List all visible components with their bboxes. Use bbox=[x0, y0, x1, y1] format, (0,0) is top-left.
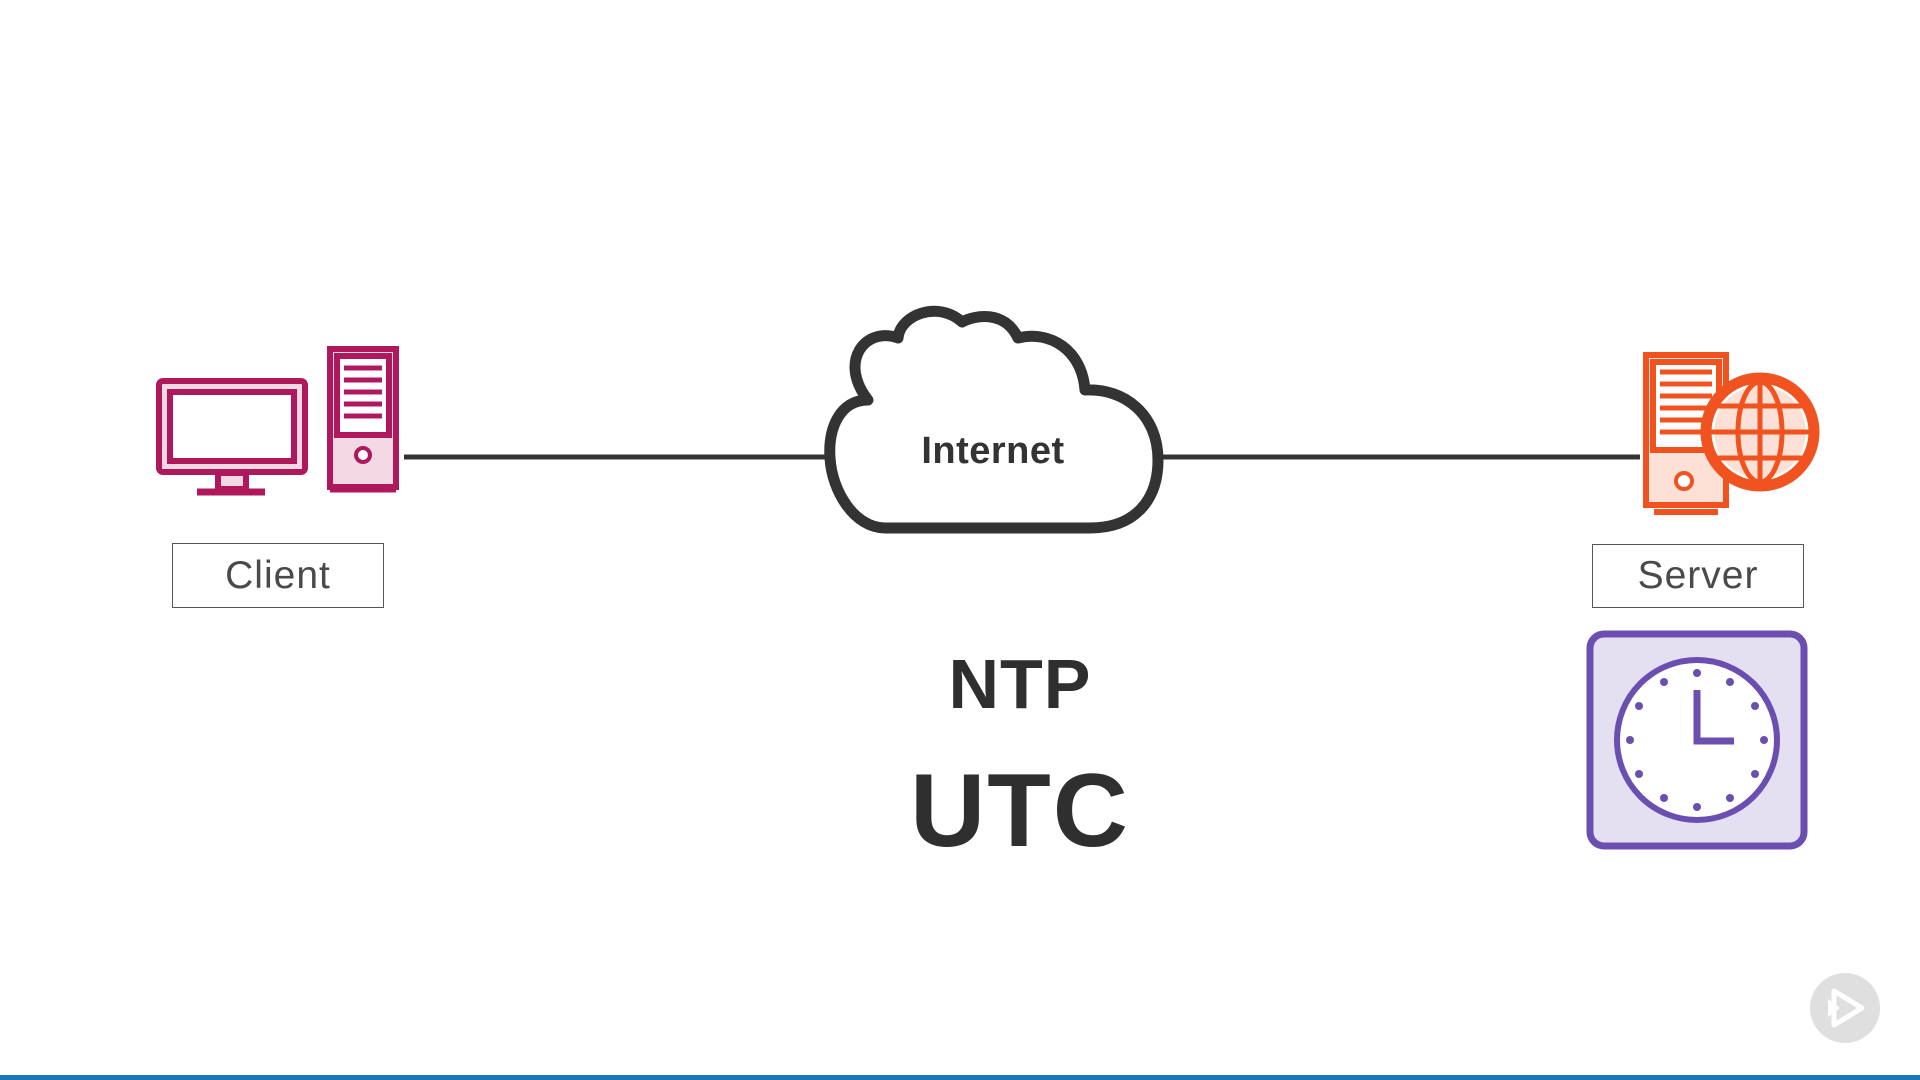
play-icon bbox=[1828, 988, 1865, 1028]
globe-icon bbox=[1700, 372, 1820, 492]
clock-icon bbox=[1586, 630, 1808, 850]
cloud-icon bbox=[824, 305, 1164, 534]
progress-bar[interactable] bbox=[0, 1075, 1920, 1080]
protocol-label: NTP bbox=[948, 645, 1092, 723]
client-label: Client bbox=[172, 543, 384, 608]
monitor-icon bbox=[156, 378, 308, 496]
desktop-tower-icon bbox=[327, 346, 399, 493]
cloud-label: Internet bbox=[921, 430, 1065, 472]
time-standard-label: UTC bbox=[910, 753, 1130, 869]
server-label: Server bbox=[1592, 544, 1804, 608]
player-badge[interactable] bbox=[1810, 973, 1880, 1043]
